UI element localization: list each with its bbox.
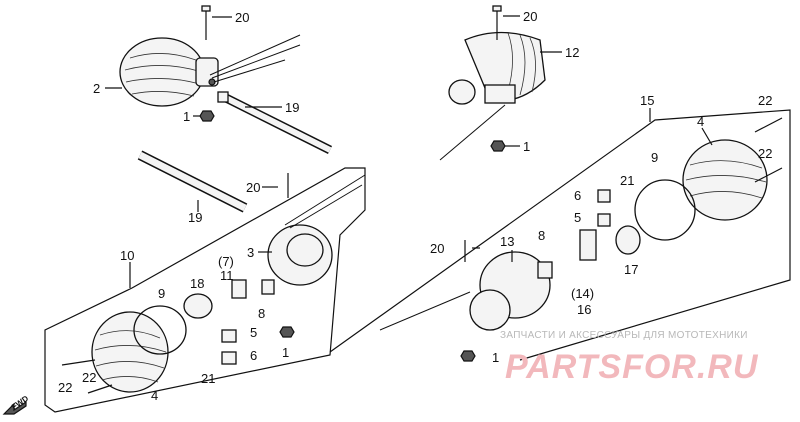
callout-label: 15 — [640, 93, 654, 108]
callout-label: 2 — [93, 81, 100, 96]
callout-label: 19 — [188, 210, 202, 225]
nut-icon — [490, 140, 506, 152]
callout-label: 6 — [574, 188, 581, 203]
upper-right-lamp-housing — [448, 31, 546, 105]
fwd-arrow-icon — [2, 400, 27, 415]
watermark-brand: PARTSFOR.RU — [505, 348, 759, 386]
callout-label: 13 — [500, 234, 514, 249]
left-base-plate — [221, 224, 333, 365]
callout-label: 10 — [120, 248, 134, 263]
callout-label: 9 — [651, 150, 658, 165]
callout-label: 20 — [235, 10, 249, 25]
upper-stay-rod — [217, 91, 333, 155]
callout-label: 1 — [183, 109, 190, 124]
callout-label: 11 — [220, 268, 234, 283]
watermark-caption: ЗАПЧАСТИ И АКСЕССУАРЫ ДЛЯ МОТОТЕХНИКИ — [500, 330, 748, 341]
callout-label: 20 — [246, 180, 260, 195]
right-lens-assembly — [615, 139, 768, 255]
callout-label: 8 — [258, 306, 265, 321]
callout-label: 22 — [82, 370, 96, 385]
left-assembly-frame — [44, 167, 366, 413]
left-lens-assembly — [91, 293, 213, 393]
callout-label: 18 — [190, 276, 204, 291]
callout-label: 5 — [250, 325, 257, 340]
callout-label: 22 — [758, 93, 772, 108]
callout-label: 1 — [282, 345, 289, 360]
callout-label: 3 — [247, 245, 254, 260]
callout-label: 8 — [538, 228, 545, 243]
callout-label: 20 — [430, 241, 444, 256]
callout-label: 1 — [523, 139, 530, 154]
nut-icon — [279, 326, 295, 338]
callout-label: 22 — [58, 380, 72, 395]
callout-label: 4 — [151, 388, 158, 403]
nut-icon — [460, 350, 476, 362]
callout-label: 20 — [523, 9, 537, 24]
callout-label: 9 — [158, 286, 165, 301]
callout-label: 12 — [565, 45, 579, 60]
callout-label: 21 — [201, 371, 215, 386]
callout-label: 5 — [574, 210, 581, 225]
callout-label: 6 — [250, 348, 257, 363]
callout-label: 4 — [697, 114, 704, 129]
callout-label: 21 — [620, 173, 634, 188]
callout-label: 16 — [577, 302, 591, 317]
right-assembly-frame — [329, 109, 791, 361]
callout-label: 19 — [285, 100, 299, 115]
upper-left-lamp-housing — [119, 37, 219, 107]
callout-label: 17 — [624, 262, 638, 277]
lower-stay-rod — [137, 150, 248, 213]
callout-label: (7) — [218, 254, 234, 269]
callout-label: 1 — [492, 350, 499, 365]
right-base-plate — [469, 189, 611, 331]
callout-label: 22 — [758, 146, 772, 161]
callout-label: (14) — [571, 286, 594, 301]
nut-icon — [199, 110, 215, 122]
